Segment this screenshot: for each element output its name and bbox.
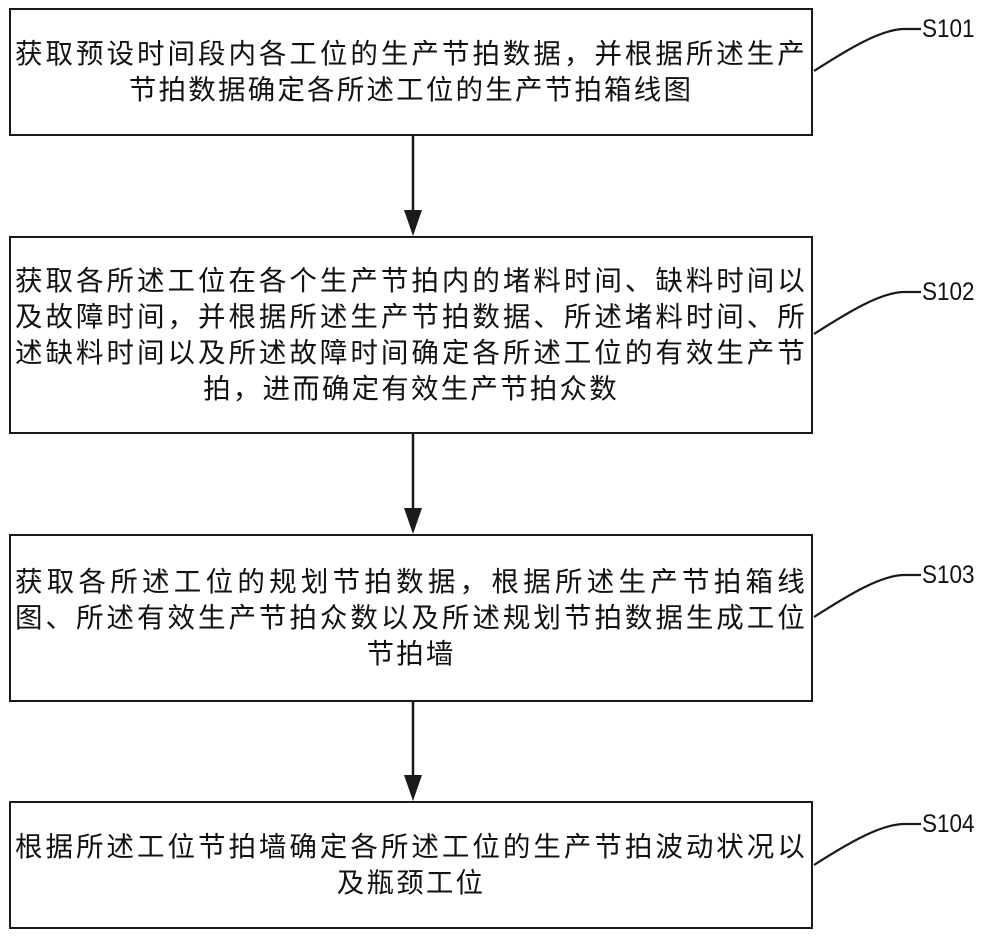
flow-arrow-s102-s103 — [404, 434, 422, 534]
leader-line-s102 — [813, 290, 921, 335]
step-text-s102: 获取各所述工位在各个生产节拍内的堵料时间、缺料时间以及故障时间，并根据所述生产节… — [15, 265, 807, 405]
flow-arrow-s103-s104 — [404, 702, 422, 801]
step-box-s102: 获取各所述工位在各个生产节拍内的堵料时间、缺料时间以及故障时间，并根据所述生产节… — [9, 236, 813, 434]
step-label-s104: S104 — [922, 810, 975, 838]
step-text-s104: 根据所述工位节拍墙确定各所述工位的生产节拍波动状况以及瓶颈工位 — [15, 831, 807, 899]
arrowhead-icon — [404, 210, 422, 236]
leader-line-s103 — [813, 573, 921, 618]
flow-arrow-s101-s102 — [404, 136, 422, 236]
step-box-s104: 根据所述工位节拍墙确定各所述工位的生产节拍波动状况以及瓶颈工位 — [9, 801, 813, 929]
leader-line-s101 — [813, 27, 921, 72]
step-text-s103: 获取各所述工位的规划节拍数据，根据所述生产节拍箱线图、所述有效生产节拍众数以及所… — [15, 566, 807, 670]
step-label-s103: S103 — [922, 561, 975, 589]
arrowhead-icon — [404, 775, 422, 801]
step-box-s103: 获取各所述工位的规划节拍数据，根据所述生产节拍箱线图、所述有效生产节拍众数以及所… — [9, 534, 813, 702]
step-label-s101: S101 — [922, 15, 975, 43]
arrowhead-icon — [404, 508, 422, 534]
step-text-s101: 获取预设时间段内各工位的生产节拍数据，并根据所述生产节拍数据确定各所述工位的生产… — [15, 38, 807, 106]
step-label-s102: S102 — [922, 278, 975, 306]
step-box-s101: 获取预设时间段内各工位的生产节拍数据，并根据所述生产节拍数据确定各所述工位的生产… — [9, 8, 813, 136]
leader-line-s104 — [813, 822, 921, 866]
